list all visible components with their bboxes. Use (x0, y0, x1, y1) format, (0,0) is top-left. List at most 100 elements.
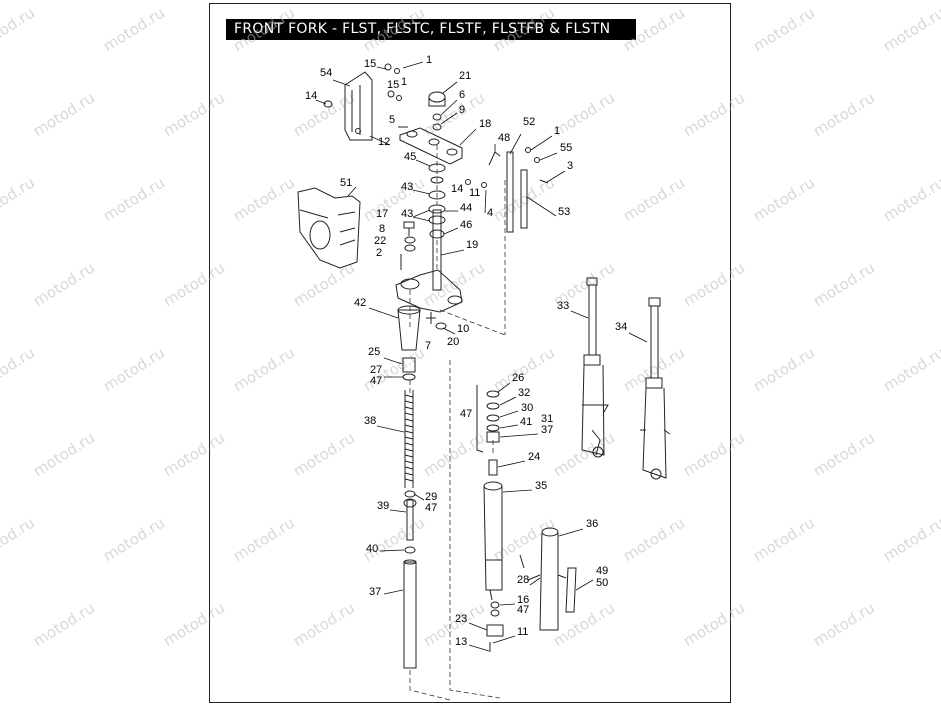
callout-35: 35 (535, 480, 547, 492)
callout-1: 1 (401, 76, 407, 88)
part-19-lower-bracket (395, 269, 463, 313)
callout-50: 50 (596, 577, 608, 589)
callout-29: 29 (425, 491, 437, 503)
callout-47: 47 (425, 502, 437, 514)
part-33-assembled-fork (581, 277, 609, 458)
left-column-parts (297, 63, 463, 669)
diagram-title: FRONT FORK - FLST, FLSTC, FLSTF, FLSTFB … (226, 19, 636, 40)
callout-46: 46 (460, 219, 472, 231)
callout-13: 13 (455, 636, 467, 648)
callout-18: 18 (479, 118, 491, 130)
callout-52: 52 (523, 116, 535, 128)
callout-1: 1 (554, 125, 560, 137)
callout-36: 36 (586, 518, 598, 530)
callout-38: 38 (364, 415, 376, 427)
callout-45: 45 (404, 151, 416, 163)
callout-33: 33 (557, 300, 569, 312)
callout-42: 42 (354, 297, 366, 309)
callout-55: 55 (560, 142, 572, 154)
callout-24: 24 (528, 451, 540, 463)
part-44-race (428, 204, 446, 214)
callout-3: 3 (567, 160, 573, 172)
callout-49: 49 (596, 565, 608, 577)
callout-32: 32 (518, 387, 530, 399)
callout-leaders (315, 61, 648, 652)
callout-7: 7 (425, 340, 431, 352)
part-21-cap (428, 91, 446, 103)
callout-47: 47 (370, 375, 382, 387)
brackets-52-53 (506, 147, 549, 233)
callout-44: 44 (460, 202, 472, 214)
part-53-bracket (520, 169, 528, 229)
callout-26: 26 (512, 372, 524, 384)
callout-14: 14 (451, 183, 463, 195)
callout-15: 15 (387, 79, 399, 91)
callout-37: 37 (541, 424, 553, 436)
part-36-slider (527, 527, 577, 631)
callout-22: 22 (374, 235, 386, 247)
callout-41: 41 (520, 416, 532, 428)
part-24-bushing (488, 459, 498, 476)
upper-bracket-parts (398, 91, 501, 330)
callout-11: 11 (469, 187, 480, 199)
callout-14: 14 (305, 90, 317, 102)
callout-15: 15 (364, 58, 376, 70)
callout-43: 43 (401, 208, 413, 220)
callout-37: 37 (369, 586, 381, 598)
callout-9: 9 (459, 104, 465, 116)
callout-43: 43 (401, 181, 413, 193)
part-42-slider-boot (397, 309, 421, 351)
callout-30: 30 (521, 402, 533, 414)
part-34-assembled-fork (640, 297, 671, 480)
callout-17: 17 (376, 208, 388, 220)
part-15-screw (384, 63, 392, 71)
callout-40: 40 (366, 543, 378, 555)
callout-47: 47 (517, 604, 529, 616)
callout-27: 27 (370, 364, 382, 376)
callout-8: 8 (379, 223, 385, 235)
callout-39: 39 (377, 500, 389, 512)
diagram-frame (209, 3, 731, 703)
callout-6: 6 (459, 89, 465, 101)
callout-10: 10 (457, 323, 469, 335)
part-18-upper-bracket (399, 127, 463, 165)
part-14-screw (323, 100, 333, 108)
part-25-plug (402, 357, 416, 373)
callout-21: 21 (459, 70, 471, 82)
part-39-damper-rod (406, 499, 414, 541)
callout-2: 2 (376, 247, 382, 259)
callout-31: 31 (541, 413, 553, 425)
callout-28: 28 (517, 574, 529, 586)
part-52-bracket (506, 151, 514, 233)
part-54-cover (344, 71, 373, 141)
callout-23: 23 (455, 613, 467, 625)
part-43-bearing (428, 190, 446, 200)
callout-47: 47 (460, 408, 472, 420)
part-23-axle-cap (486, 624, 504, 637)
callout-5: 5 (389, 114, 395, 126)
callout-11: 11 (517, 626, 528, 638)
callout-4: 4 (487, 207, 493, 219)
callout-19: 19 (466, 239, 478, 251)
callout-51: 51 (340, 177, 352, 189)
callout-12: 12 (378, 136, 390, 148)
part-17-bolt (403, 221, 415, 236)
part-46-seal (429, 229, 445, 239)
callout-54: 54 (320, 67, 332, 79)
damper-internals (476, 385, 500, 476)
callout-34: 34 (615, 321, 627, 333)
callout-16: 16 (517, 594, 529, 606)
callout-1: 1 (426, 54, 432, 66)
part-37-fork-tube (403, 561, 417, 669)
part-45-nut (428, 163, 446, 173)
assembly-guide-lines (409, 145, 506, 701)
part-51-nacelle (297, 187, 361, 269)
callout-48: 48 (498, 132, 510, 144)
part-49-bracket (565, 567, 577, 613)
part-35-slider (483, 481, 525, 652)
callout-53: 53 (558, 206, 570, 218)
callout-25: 25 (368, 346, 380, 358)
callout-20: 20 (447, 336, 459, 348)
